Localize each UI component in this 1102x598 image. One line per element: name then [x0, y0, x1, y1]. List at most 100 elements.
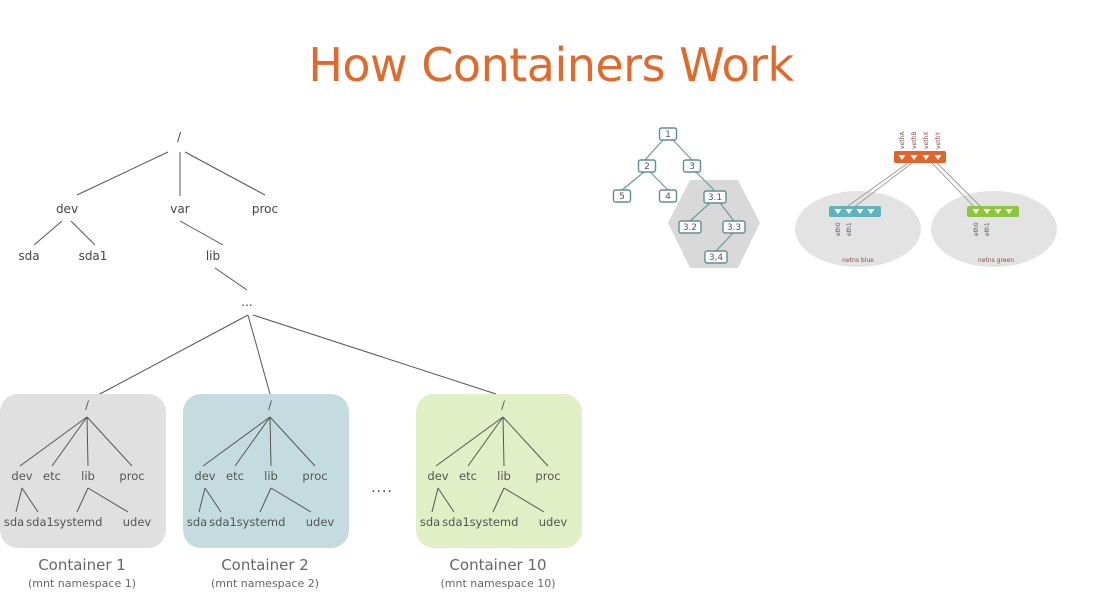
pid-node: 3.1 [703, 190, 727, 204]
pid-node: 3.3 [722, 220, 746, 234]
pid-node-box [678, 220, 702, 234]
pid-node: 2 [637, 159, 657, 173]
edge [86, 416, 89, 467]
pid-node-box [612, 189, 632, 203]
edge [431, 487, 439, 513]
port-icon [972, 209, 980, 214]
pid-namespace-hexagon [668, 180, 760, 268]
edge [689, 202, 711, 222]
edge [715, 232, 734, 252]
pid-node-box [658, 189, 678, 203]
container-root-label: / [501, 398, 505, 412]
pid-node-label: 5 [619, 192, 625, 202]
container-lib-systemd: systemd [237, 515, 286, 529]
edge [214, 267, 248, 291]
container-namespace: (mnt namespace 2) [211, 577, 319, 590]
pid-node-box [682, 159, 702, 173]
netns-blue: netns blue [829, 206, 881, 264]
pid-node-box [722, 220, 746, 234]
port-icon [845, 209, 853, 214]
edge [21, 487, 39, 513]
edge [184, 151, 266, 196]
port-icon [994, 209, 1002, 214]
interface-label: eth0 [835, 222, 842, 236]
veth-link [848, 162, 913, 212]
container-lib-udev: udev [123, 515, 152, 529]
port-icon [867, 209, 875, 214]
bridge-port-label: vethA [899, 131, 906, 149]
edge [76, 487, 89, 513]
edge [644, 139, 664, 161]
container-dev-sda1: sda1 [26, 515, 54, 529]
edge [649, 171, 669, 191]
container-lib-systemd: systemd [470, 515, 519, 529]
container-root-label: / [268, 398, 272, 412]
host-filesystem-tree: / dev var proc sda sda1 lib ... [18, 130, 497, 396]
edge [467, 416, 504, 467]
container-dev-sda: sda [187, 515, 207, 529]
edge [502, 416, 549, 467]
edge [492, 487, 505, 513]
pid-node-label: 3.3 [727, 223, 741, 233]
pid-node-box [637, 159, 657, 173]
veth-link [840, 162, 909, 212]
port-icon [910, 155, 918, 160]
edge [15, 487, 23, 513]
container-dir-dev: dev [194, 469, 215, 483]
interface-label: eth1 [846, 222, 853, 236]
container-dev-sda: sda [420, 515, 440, 529]
host-dir-dev: dev [56, 202, 78, 216]
edge [247, 314, 271, 395]
edge [435, 416, 504, 467]
port-icon [1005, 209, 1013, 214]
edge [179, 220, 224, 246]
pid-node-label: 1 [665, 130, 671, 140]
host-var-lib: lib [206, 249, 220, 263]
edge [269, 416, 272, 467]
veth-link [931, 162, 979, 212]
pid-node: 5 [612, 189, 632, 203]
edge [33, 220, 63, 246]
host-lib-ellipsis: ... [241, 295, 252, 309]
edge [234, 416, 271, 467]
interface-label: eth1 [984, 222, 991, 236]
container-dir-etc: etc [43, 469, 61, 483]
container-dir-proc: proc [119, 469, 144, 483]
host-dev-sda1: sda1 [79, 249, 108, 263]
container-root-label: / [85, 398, 89, 412]
container-dev-sda: sda [4, 515, 24, 529]
container-lib-udev: udev [306, 515, 335, 529]
container-dir-lib: lib [264, 469, 278, 483]
edge [437, 487, 455, 513]
host-dev-sda: sda [18, 249, 39, 263]
container-dir-proc: proc [302, 469, 327, 483]
edge [97, 314, 249, 396]
veth-link [936, 162, 986, 212]
container-namespace: (mnt namespace 1) [28, 577, 136, 590]
edge [198, 487, 206, 513]
edge [86, 416, 133, 467]
netns-green-label: netns green [978, 257, 1014, 264]
container-dir-etc: etc [459, 469, 477, 483]
bridge-port-label: vethY [935, 132, 942, 149]
container-lib-systemd: systemd [54, 515, 103, 529]
edge [269, 416, 316, 467]
bridge-body [894, 151, 946, 163]
netns-blue-label: netns blue [842, 257, 874, 264]
pid-node-label: 3,4 [709, 253, 724, 263]
edge [202, 416, 271, 467]
netns-green-switch [967, 206, 1019, 217]
container-dir-lib: lib [497, 469, 511, 483]
container-lib-udev: udev [539, 515, 568, 529]
pid-node: 3.2 [678, 220, 702, 234]
pid-node-label: 3.2 [683, 223, 697, 233]
port-icon [934, 155, 942, 160]
pid-node-label: 4 [665, 192, 671, 202]
containers-ellipsis: .... [371, 480, 393, 496]
edge [87, 487, 129, 513]
container-name: Container 10 [449, 556, 546, 574]
